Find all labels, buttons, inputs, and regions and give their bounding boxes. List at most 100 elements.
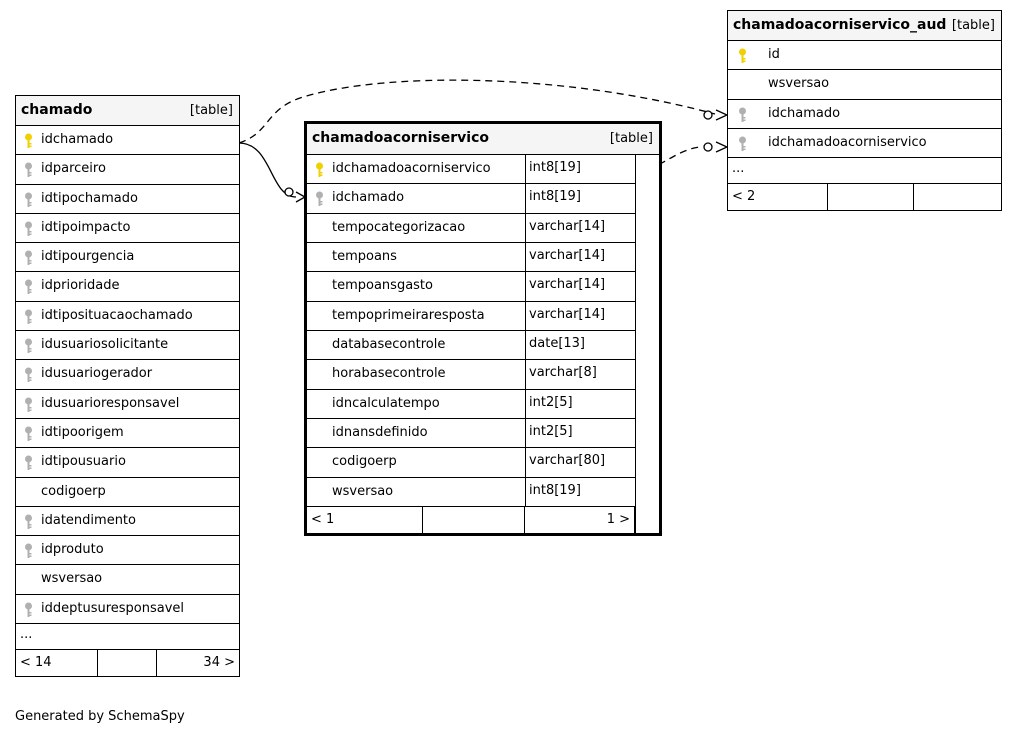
foreign-key-icon: [316, 191, 323, 207]
relation-optional-marker: [703, 142, 713, 152]
table-footer: < 2: [728, 184, 1001, 211]
column-name: idtiposituacaochamado: [41, 307, 193, 323]
relation-optional-marker: [284, 187, 294, 197]
foreign-key-icon: [25, 221, 32, 236]
table-name: chamadoacorniservico: [312, 130, 489, 146]
column-name: idusuarioresponsavel: [41, 395, 180, 411]
column-row[interactable]: id: [728, 41, 1001, 71]
table-type-label: [table]: [189, 103, 233, 118]
primary-key-icon: [739, 48, 746, 63]
column-row[interactable]: codigoerp varchar[80]: [307, 448, 635, 478]
column-row[interactable]: codigoerp: [16, 478, 239, 507]
column-row[interactable]: wsversao: [16, 565, 239, 595]
relation-crowfoot: [715, 109, 729, 121]
column-row[interactable]: idatendimento: [16, 507, 239, 537]
column-name: tempoans: [332, 248, 397, 264]
column-row[interactable]: idtipourgencia: [16, 243, 239, 273]
parent-count[interactable]: < 1: [311, 511, 335, 527]
column-name: codigoerp: [332, 454, 397, 470]
column-row[interactable]: idchamado: [728, 100, 1001, 129]
table-header: chamadoacorniservico [table]: [307, 124, 659, 155]
table-header: chamado [table]: [16, 96, 239, 126]
column-name: codigoerp: [41, 483, 106, 499]
column-row[interactable]: idtipousuario: [16, 448, 239, 478]
column-type: int8[19]: [529, 160, 581, 175]
column-name: horabasecontrole: [332, 366, 446, 382]
foreign-key-icon: [25, 192, 32, 207]
foreign-key-icon: [739, 136, 746, 151]
column-row[interactable]: idprioridade: [16, 272, 239, 302]
column-name: idncalculatempo: [332, 395, 440, 411]
column-name: idusuariosolicitante: [41, 337, 169, 353]
column-name: idparceiro: [41, 161, 106, 177]
child-count[interactable]: 1 >: [606, 511, 630, 527]
column-name: tempoansgasto: [332, 278, 433, 294]
column-name: idnansdefinido: [332, 424, 428, 440]
column-name: idchamado: [332, 190, 405, 206]
column-row[interactable]: iddeptusuresponsavel: [16, 595, 239, 625]
column-row[interactable]: idusuariosolicitante: [16, 331, 239, 361]
column-type: varchar[14]: [529, 306, 606, 322]
column-row[interactable]: idchamadoacorniservico: [728, 129, 1001, 159]
table-footer: < 14 34 >: [16, 650, 239, 677]
column-name: idchamado: [768, 105, 841, 121]
primary-key-icon: [316, 162, 323, 177]
more-columns-indicator: ...: [728, 158, 1001, 185]
column-name: tempocategorizacao: [332, 219, 466, 235]
column-name: idprioridade: [41, 278, 120, 294]
column-row[interactable]: idtipoimpacto: [16, 214, 239, 244]
column-type: int2[5]: [529, 423, 573, 439]
foreign-key-icon: [25, 250, 32, 266]
table-chamadoacorniservico[interactable]: chamadoacorniservico [table] idchamadoac…: [304, 121, 662, 536]
column-row[interactable]: tempoprimeiraresposta varchar[14]: [307, 302, 635, 331]
column-row[interactable]: idparceiro: [16, 155, 239, 185]
column-name: idtipousuario: [41, 454, 126, 470]
column-name: id: [768, 47, 780, 62]
relation-chamado-to-aud: [238, 79, 716, 144]
column-name: idtipourgencia: [41, 249, 135, 265]
column-row[interactable]: idchamado: [16, 126, 239, 156]
column-row[interactable]: idusuariogerador: [16, 360, 239, 390]
column-type: date[13]: [529, 335, 585, 351]
table-type-label: [table]: [951, 18, 995, 33]
column-row[interactable]: idproduto: [16, 536, 239, 566]
table-name: chamado: [21, 102, 93, 118]
column-type: varchar[80]: [529, 453, 606, 469]
column-row[interactable]: idtipoorigem: [16, 419, 239, 449]
column-row[interactable]: wsversao: [728, 70, 1001, 100]
column-divider: [525, 155, 526, 507]
foreign-key-icon: [25, 338, 32, 354]
foreign-key-icon: [25, 426, 32, 441]
column-name: tempoprimeiraresposta: [332, 307, 485, 323]
parent-count[interactable]: < 14: [20, 655, 52, 671]
column-name: idtipochamado: [41, 190, 138, 206]
column-name: idtipoimpacto: [41, 219, 131, 235]
column-type: int2[5]: [529, 394, 573, 410]
column-row[interactable]: idnansdefinido int2[5]: [307, 419, 635, 449]
table-chamado[interactable]: chamado [table] idchamado idparceiro idtip…: [15, 95, 240, 678]
column-name: idproduto: [41, 542, 104, 558]
column-name: wsversao: [768, 76, 830, 92]
column-row[interactable]: idncalculatempo int2[5]: [307, 390, 635, 419]
child-count[interactable]: 34 >: [203, 655, 235, 671]
relation-optional-marker: [703, 110, 713, 120]
column-row[interactable]: idusuarioresponsavel: [16, 390, 239, 419]
column-row[interactable]: idtipochamado: [16, 185, 239, 214]
foreign-key-icon: [25, 543, 32, 559]
parent-count[interactable]: < 2: [732, 189, 756, 205]
foreign-key-icon: [25, 455, 32, 471]
column-row[interactable]: idtiposituacaochamado: [16, 302, 239, 332]
primary-key-icon: [25, 133, 32, 148]
table-type-label: [table]: [609, 131, 653, 146]
column-name: idchamado: [41, 132, 114, 147]
